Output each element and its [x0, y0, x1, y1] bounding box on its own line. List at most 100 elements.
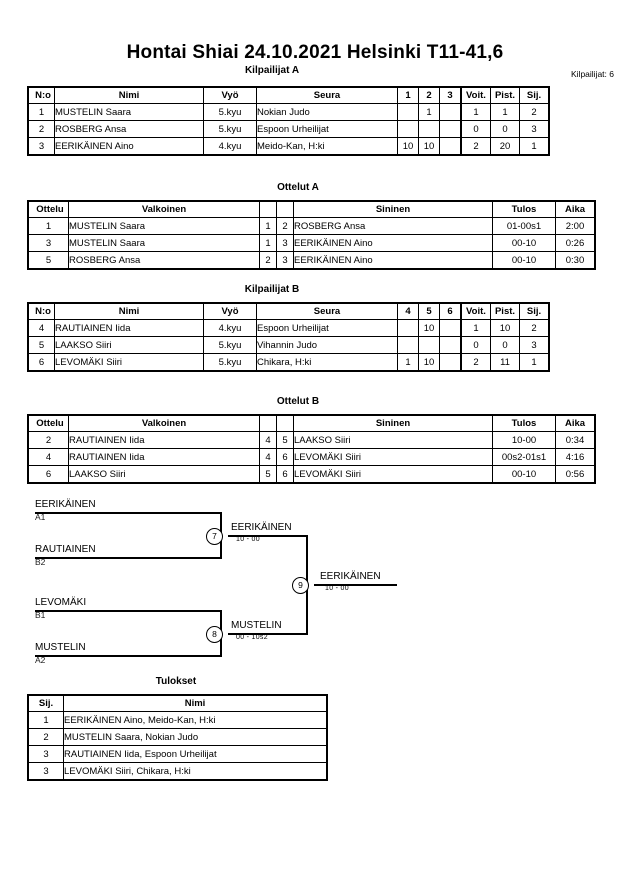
knockout-bracket: EERIKÄINEN A1 RAUTIAINEN B2 7 EERIKÄINEN…	[0, 490, 630, 675]
entrant-count-note: Kilpailijat: 6	[571, 69, 614, 79]
cell-wins: 1	[460, 103, 491, 121]
cell-rank: 3	[519, 120, 549, 138]
bracket-line	[314, 584, 397, 586]
bracket-line	[35, 655, 222, 657]
table-row: 6 LAAKSO Siiri 5 6 LEVOMÄKI Siiri 00-10 …	[28, 465, 595, 483]
cell-blue-no: 3	[276, 234, 294, 252]
col-opp-2: 2	[418, 87, 440, 104]
col-club: Seura	[256, 87, 398, 104]
cell-belt: 4.kyu	[203, 137, 257, 155]
cell-rank: 1	[28, 711, 64, 729]
pool-a-caption: Kilpailijat A	[244, 65, 300, 76]
col-rank: Sij.	[28, 695, 64, 712]
cell-club: Vihannin Judo	[256, 336, 398, 354]
table-row: 3 EERIKÄINEN Aino 4.kyu Meido-Kan, H:ki …	[28, 137, 549, 155]
matches-b-caption: Ottelut B	[276, 396, 320, 407]
cell-white: LAAKSO Siiri	[68, 465, 260, 483]
bracket-match-score: 10 - 00	[325, 585, 349, 592]
table-row: 6 LEVOMÄKI Siiri 5.kyu Chikara, H:ki 1 1…	[28, 353, 549, 371]
cell-name: EERIKÄINEN Aino	[54, 137, 204, 155]
table-row: 1 MUSTELIN Saara 5.kyu Nokian Judo 1 1 1…	[28, 103, 549, 121]
col-opp-1: 1	[397, 87, 419, 104]
cell-points: 11	[490, 353, 520, 371]
table-row: 5 LAAKSO Siiri 5.kyu Vihannin Judo 0 0 3	[28, 336, 549, 354]
cell-name: RAUTIAINEN Iida	[54, 319, 204, 337]
cell-blue: LEVOMÄKI Siiri	[293, 448, 493, 466]
bracket-entry-name: RAUTIAINEN	[35, 544, 96, 555]
cell-name: EERIKÄINEN Aino, Meido-Kan, H:ki	[63, 711, 327, 729]
cell-score-2	[418, 336, 440, 354]
cell-club: Chikara, H:ki	[256, 353, 398, 371]
col-points: Pist.	[490, 87, 520, 104]
bracket-entry-name: EERIKÄINEN	[35, 499, 96, 510]
cell-number: 2	[28, 120, 55, 138]
cell-rank: 3	[28, 762, 64, 780]
cell-points: 20	[490, 137, 520, 155]
bracket-entry-name: MUSTELIN	[35, 642, 86, 653]
cell-belt: 5.kyu	[203, 103, 257, 121]
bracket-winner-name: MUSTELIN	[231, 620, 282, 631]
cell-white-no: 4	[259, 431, 277, 449]
cell-white-no: 1	[259, 234, 277, 252]
col-name: Nimi	[54, 303, 204, 320]
cell-score-1	[397, 120, 419, 138]
col-blue-no	[276, 415, 294, 432]
cell-name: LEVOMÄKI Siiri	[54, 353, 204, 371]
cell-white: MUSTELIN Saara	[68, 217, 260, 235]
cell-blue: ROSBERG Ansa	[293, 217, 493, 235]
cell-match-no: 2	[28, 431, 69, 449]
cell-blue: LEVOMÄKI Siiri	[293, 465, 493, 483]
cell-club: Espoon Urheilijat	[256, 120, 398, 138]
cell-club: Nokian Judo	[256, 103, 398, 121]
table-header-row: N:o Nimi Vyö Seura 4 5 6 Voit. Pist. Sij…	[28, 303, 549, 320]
bracket-line	[35, 512, 222, 514]
cell-points: 0	[490, 120, 520, 138]
col-points: Pist.	[490, 303, 520, 320]
cell-wins: 0	[460, 120, 491, 138]
col-time: Aika	[555, 201, 595, 218]
cell-result: 10-00	[492, 431, 556, 449]
cell-wins: 0	[460, 336, 491, 354]
cell-match-no: 5	[28, 251, 69, 269]
cell-rank: 2	[519, 319, 549, 337]
results-table: Sij. Nimi 1 EERIKÄINEN Aino, Meido-Kan, …	[27, 694, 328, 781]
bracket-match-node-8: 8	[206, 626, 223, 643]
cell-name: RAUTIAINEN Iida, Espoon Urheilijat	[63, 745, 327, 763]
cell-name: LAAKSO Siiri	[54, 336, 204, 354]
cell-match-no: 4	[28, 448, 69, 466]
col-opp-3: 3	[439, 87, 462, 104]
cell-rank: 1	[519, 137, 549, 155]
col-number: N:o	[28, 303, 55, 320]
bracket-line	[228, 535, 308, 537]
cell-score-1	[397, 336, 419, 354]
col-opp-4: 4	[397, 303, 419, 320]
cell-blue-no: 2	[276, 217, 294, 235]
col-blue: Sininen	[293, 201, 493, 218]
col-white: Valkoinen	[68, 201, 260, 218]
cell-score-2: 10	[418, 319, 440, 337]
cell-match-no: 6	[28, 465, 69, 483]
cell-blue: LAAKSO Siiri	[293, 431, 493, 449]
cell-score-3	[439, 336, 462, 354]
col-result: Tulos	[492, 201, 556, 218]
cell-rank: 2	[28, 728, 64, 746]
col-time: Aika	[555, 415, 595, 432]
cell-rank: 2	[519, 103, 549, 121]
table-row: 5 ROSBERG Ansa 2 3 EERIKÄINEN Aino 00-10…	[28, 251, 595, 269]
cell-score-2: 10	[418, 353, 440, 371]
table-row: 2 ROSBERG Ansa 5.kyu Espoon Urheilijat 0…	[28, 120, 549, 138]
table-row: 2 MUSTELIN Saara, Nokian Judo	[28, 728, 327, 746]
cell-white-no: 1	[259, 217, 277, 235]
col-rank: Sij.	[519, 303, 549, 320]
cell-points: 10	[490, 319, 520, 337]
cell-wins: 1	[460, 319, 491, 337]
cell-rank: 3	[28, 745, 64, 763]
matches-a-table: Ottelu Valkoinen Sininen Tulos Aika 1 MU…	[27, 200, 596, 270]
cell-points: 0	[490, 336, 520, 354]
cell-rank: 3	[519, 336, 549, 354]
cell-score-3	[439, 103, 462, 121]
bracket-entry-seed: B2	[35, 557, 46, 567]
bracket-entry-seed: A2	[35, 655, 46, 665]
cell-club: Meido-Kan, H:ki	[256, 137, 398, 155]
col-white: Valkoinen	[68, 415, 260, 432]
